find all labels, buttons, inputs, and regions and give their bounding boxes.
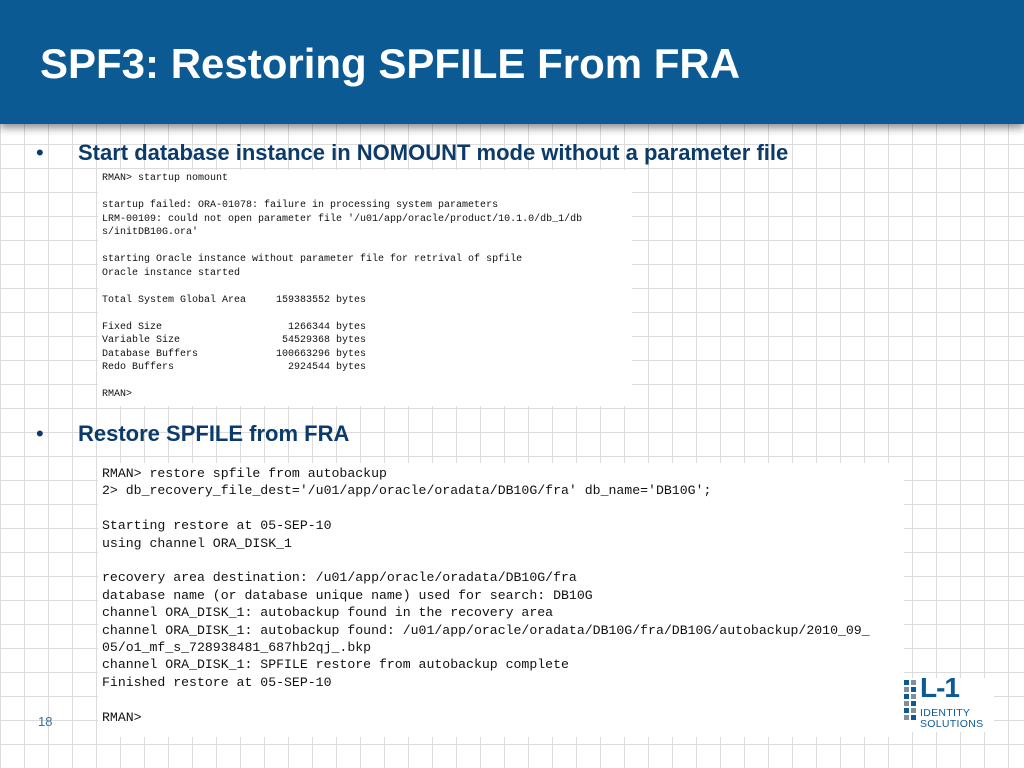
rman-startup-output: RMAN> startup nomount startup failed: OR… (98, 170, 632, 406)
bullet-marker: • (36, 140, 44, 165)
bullet-start-nomount: • Start database instance in NOMOUNT mode… (36, 140, 788, 166)
logo-text-identity: IDENTITY (920, 707, 971, 719)
company-logo: L-1 IDENTITY SOLUTIONS (902, 672, 994, 732)
bullet-text: Start database instance in NOMOUNT mode … (78, 140, 789, 165)
title-bar: SPF3: Restoring SPFILE From FRA (0, 0, 1024, 124)
page-number: 18 (38, 714, 53, 729)
logo-text-solutions: SOLUTIONS (920, 718, 984, 730)
bullet-text: Restore SPFILE from FRA (78, 421, 350, 446)
rman-restore-output: RMAN> restore spfile from autobackup 2> … (98, 463, 904, 737)
bullet-marker: • (36, 421, 44, 446)
bullet-restore-spfile: • Restore SPFILE from FRA (36, 421, 349, 447)
logo-mark: L-1 (920, 672, 960, 703)
dot-grid-icon (904, 680, 916, 728)
slide-title: SPF3: Restoring SPFILE From FRA (40, 40, 741, 87)
